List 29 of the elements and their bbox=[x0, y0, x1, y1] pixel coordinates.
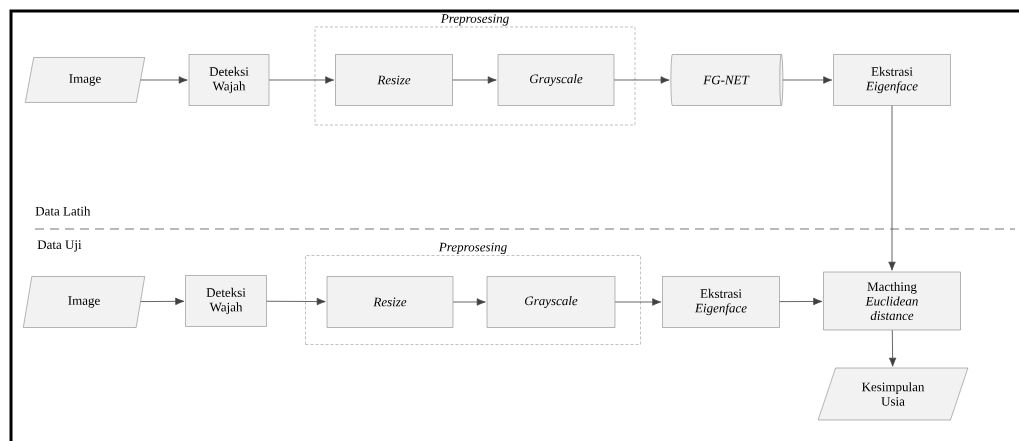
arrow bbox=[266, 297, 326, 306]
section-label: Data Latih bbox=[35, 206, 91, 216]
process-box: Macthing Euclidean distance bbox=[823, 271, 961, 331]
section-label: Data Uji bbox=[37, 240, 82, 252]
arrow bbox=[452, 76, 497, 84]
process-box: Grayscale bbox=[486, 276, 616, 328]
input-output-parallelogram: Kesimpulan Usia bbox=[817, 367, 969, 421]
arrow bbox=[140, 76, 188, 84]
process-box: Ekstrasi Eigenface bbox=[833, 54, 951, 106]
process-box: Deteksi Wajah bbox=[188, 54, 270, 106]
process-box: Ekstrasi Eigenface bbox=[662, 276, 780, 328]
node-label: Preprosesing bbox=[438, 242, 507, 255]
process-box: Resize bbox=[335, 54, 453, 106]
input-output-parallelogram: Image bbox=[23, 276, 145, 328]
arrow bbox=[613, 76, 670, 84]
process-box: Resize bbox=[326, 276, 454, 328]
arrow bbox=[268, 76, 335, 84]
arrow bbox=[614, 298, 662, 306]
arrow bbox=[452, 298, 486, 306]
node-label: Preprosesing bbox=[440, 14, 509, 26]
arrow bbox=[888, 105, 896, 271]
arrow bbox=[779, 297, 823, 306]
arrow bbox=[140, 297, 185, 306]
database-cylinder: FG-NET bbox=[670, 54, 784, 106]
process-box: Grayscale bbox=[497, 54, 615, 106]
process-box: Deteksi Wajah bbox=[185, 275, 267, 327]
input-output-parallelogram: Image bbox=[25, 57, 145, 103]
arrow bbox=[888, 329, 897, 367]
arrow bbox=[782, 76, 833, 84]
